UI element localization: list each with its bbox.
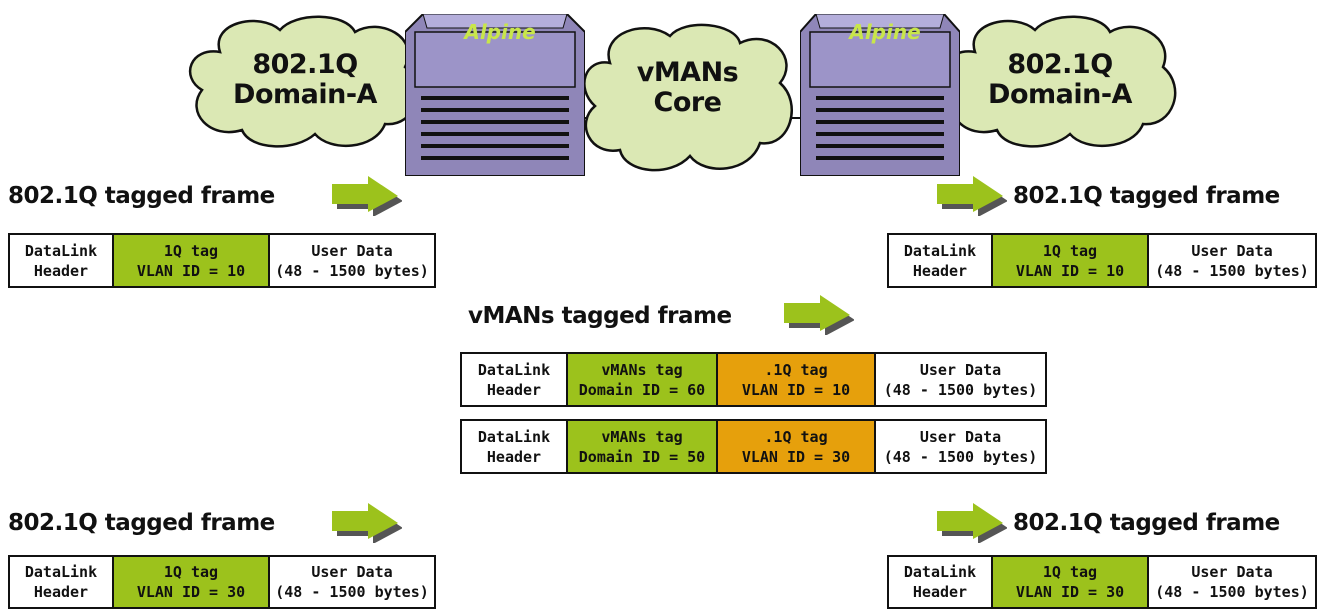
cloud-right-line2: Domain-A — [988, 79, 1132, 110]
cell-datalink-header: DataLink Header — [889, 557, 993, 607]
title-middle: vMANs tagged frame — [468, 303, 732, 329]
cloud-left-label: 802.1Q Domain-A — [200, 50, 410, 110]
cell-line2: Header — [33, 261, 89, 280]
cell-datalink-header: DataLink Header — [889, 235, 993, 286]
cell-line2: (48 - 1500 bytes) — [883, 447, 1038, 466]
title-top-left: 802.1Q tagged frame — [8, 183, 275, 209]
cell-line2: Header — [486, 447, 542, 466]
cell-datalink-header: DataLink Header — [462, 354, 568, 405]
cell-user-data: User Data (48 - 1500 bytes) — [876, 421, 1045, 472]
cell-line1: User Data — [1191, 241, 1273, 260]
switch-left-icon — [405, 14, 585, 176]
cell-line2: (48 - 1500 bytes) — [883, 380, 1038, 399]
cell-1q-tag: .1Q tag VLAN ID = 30 — [718, 421, 876, 472]
switch-right-brand: Alpine — [849, 20, 921, 44]
frame-bottom-right: DataLink Header 1Q tag VLAN ID = 30 User… — [887, 555, 1317, 609]
cloud-center-line2: Core — [653, 87, 723, 118]
cloud-right-label: 802.1Q Domain-A — [960, 50, 1160, 110]
cell-user-data: User Data (48 - 1500 bytes) — [876, 354, 1045, 405]
cell-line1: DataLink — [24, 241, 98, 260]
title-top-right: 802.1Q tagged frame — [1013, 183, 1280, 209]
cell-line2: (48 - 1500 bytes) — [1155, 261, 1309, 280]
cell-line1: .1Q tag — [764, 427, 828, 446]
frame-top-right: DataLink Header 1Q tag VLAN ID = 10 User… — [887, 233, 1317, 288]
cell-line2: Header — [912, 261, 968, 280]
arrow-top-right-icon — [937, 176, 1007, 216]
cloud-left-shape — [188, 15, 419, 148]
cell-line1: DataLink — [24, 563, 98, 581]
cell-line1: vMANs tag — [601, 427, 683, 446]
arrow-middle-icon — [784, 295, 854, 335]
cell-line1: .1Q tag — [764, 360, 828, 379]
cell-user-data: User Data (48 - 1500 bytes) — [1149, 557, 1315, 607]
cell-1q-tag: .1Q tag VLAN ID = 10 — [718, 354, 876, 405]
cell-line2: Header — [33, 583, 89, 601]
cloud-left-line2: Domain-A — [233, 79, 377, 110]
cell-1q-tag: 1Q tag VLAN ID = 10 — [114, 235, 270, 286]
cell-line2: (48 - 1500 bytes) — [275, 583, 429, 601]
arrow-bottom-right-icon — [937, 503, 1007, 543]
cell-line1: User Data — [311, 241, 393, 260]
cloud-center-label: vMANs Core — [600, 58, 775, 118]
cell-line1: 1Q tag — [163, 563, 219, 581]
frame-vman-2: DataLink Header vMANs tag Domain ID = 50… — [460, 419, 1047, 474]
cell-datalink-header: DataLink Header — [462, 421, 568, 472]
title-bottom-right: 802.1Q tagged frame — [1013, 510, 1280, 536]
cell-line2: VLAN ID = 10 — [741, 380, 851, 399]
cell-line1: 1Q tag — [163, 241, 219, 260]
cell-line2: (48 - 1500 bytes) — [1155, 583, 1309, 601]
cell-line1: vMANs tag — [601, 360, 683, 379]
cell-line1: User Data — [1191, 563, 1273, 581]
cell-line1: DataLink — [903, 241, 977, 260]
arrow-bottom-left-icon — [332, 503, 402, 543]
frame-vman-1: DataLink Header vMANs tag Domain ID = 60… — [460, 352, 1047, 407]
frame-bottom-left: DataLink Header 1Q tag VLAN ID = 30 User… — [8, 555, 436, 609]
cloud-center-shape — [583, 23, 793, 172]
cell-1q-tag: 1Q tag VLAN ID = 30 — [114, 557, 270, 607]
arrow-top-left-icon — [332, 176, 402, 216]
cell-line2: Domain ID = 50 — [578, 447, 706, 466]
cell-vman-tag: vMANs tag Domain ID = 60 — [568, 354, 718, 405]
switch-right-icon — [800, 14, 960, 176]
cloud-center-line1: vMANs — [636, 57, 739, 88]
cell-line2: VLAN ID = 30 — [136, 583, 246, 601]
cell-line2: Header — [486, 380, 542, 399]
cell-line2: VLAN ID = 10 — [1015, 261, 1125, 280]
cell-line1: DataLink — [477, 427, 551, 446]
cell-line1: DataLink — [903, 563, 977, 581]
cell-user-data: User Data (48 - 1500 bytes) — [1149, 235, 1315, 286]
cell-line1: 1Q tag — [1042, 241, 1098, 260]
cell-line1: User Data — [919, 360, 1002, 379]
cell-line2: VLAN ID = 10 — [136, 261, 246, 280]
cloud-right-line1: 802.1Q — [1007, 49, 1113, 80]
cell-1q-tag: 1Q tag VLAN ID = 10 — [993, 235, 1149, 286]
cell-line2: (48 - 1500 bytes) — [275, 261, 429, 280]
cell-line1: 1Q tag — [1042, 563, 1098, 581]
cell-line2: VLAN ID = 30 — [1015, 583, 1125, 601]
cloud-left-line1: 802.1Q — [252, 49, 358, 80]
frame-top-left: DataLink Header 1Q tag VLAN ID = 10 User… — [8, 233, 436, 288]
cell-vman-tag: vMANs tag Domain ID = 50 — [568, 421, 718, 472]
cell-line1: User Data — [919, 427, 1002, 446]
cell-datalink-header: DataLink Header — [10, 235, 114, 286]
cell-line2: Domain ID = 60 — [578, 380, 706, 399]
switch-left-brand: Alpine — [464, 20, 536, 44]
cell-user-data: User Data (48 - 1500 bytes) — [270, 235, 434, 286]
cell-line1: DataLink — [477, 360, 551, 379]
cell-user-data: User Data (48 - 1500 bytes) — [270, 557, 434, 607]
cell-line1: User Data — [311, 563, 393, 581]
cell-line2: VLAN ID = 30 — [741, 447, 851, 466]
cell-datalink-header: DataLink Header — [10, 557, 114, 607]
title-bottom-left: 802.1Q tagged frame — [8, 510, 275, 536]
cell-line2: Header — [912, 583, 968, 601]
cell-1q-tag: 1Q tag VLAN ID = 30 — [993, 557, 1149, 607]
